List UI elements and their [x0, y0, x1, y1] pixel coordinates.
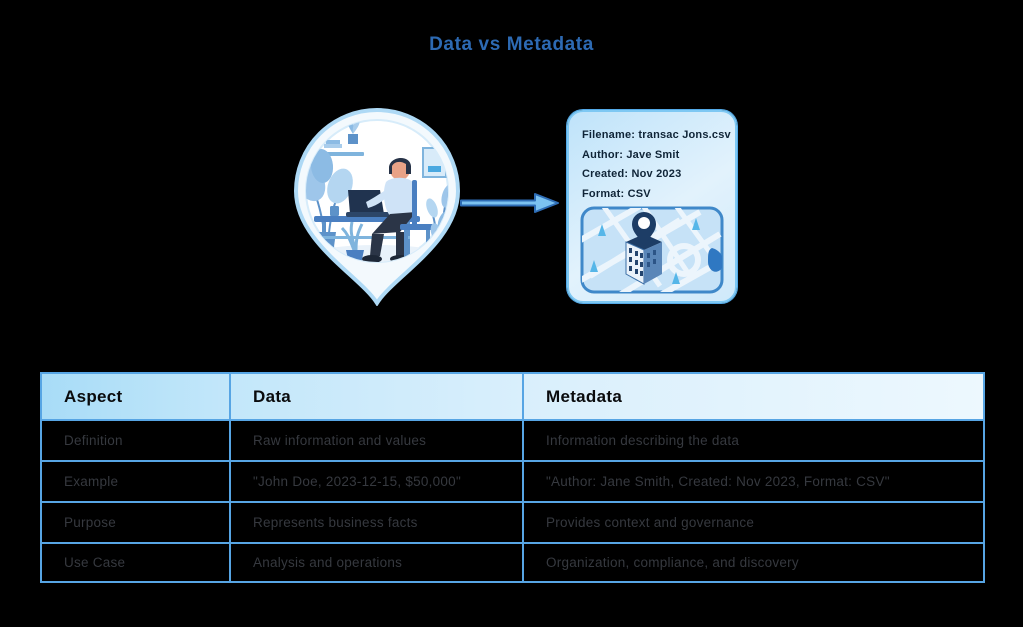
person [362, 157, 416, 262]
table-header-metadata: Metadata [522, 374, 983, 419]
metadata-author: Author: Jave Smit [582, 148, 680, 161]
table-cell-definition-metadata: Information describing the data [522, 419, 983, 460]
map-roads [582, 208, 722, 292]
map-thumbnail-icon [580, 206, 724, 299]
shelf [320, 152, 364, 156]
table-cell-usecase-metadata: Organization, compliance, and discovery [522, 542, 983, 581]
location-pin-icon [632, 212, 656, 246]
table-cell-definition-aspect: Definition [42, 419, 229, 460]
mug [330, 206, 339, 216]
table-cell-usecase-aspect: Use Case [42, 542, 229, 581]
page-title: Data vs Metadata [429, 34, 594, 55]
table-header-data: Data [229, 374, 522, 419]
table-cell-example-aspect: Example [42, 460, 229, 501]
table-cell-example-data: "John Doe, 2023-12-15, $50,000" [229, 460, 522, 501]
table-cell-purpose-aspect: Purpose [42, 501, 229, 542]
metadata-format: Format: CSV [582, 187, 651, 200]
person-at-desk-pin-illustration [288, 104, 466, 311]
table-cell-definition-data: Raw information and values [229, 419, 522, 460]
table-cell-usecase-data: Analysis and operations [229, 542, 522, 581]
table-cell-purpose-data: Represents business facts [229, 501, 522, 542]
pond [708, 248, 722, 272]
table-cell-example-metadata: "Author: Jane Smith, Created: Nov 2023, … [522, 460, 983, 501]
shelf-plant-pot [348, 134, 358, 144]
right-arrow-icon [459, 190, 561, 221]
table-header-aspect: Aspect [42, 374, 229, 419]
metadata-created: Created: Nov 2023 [582, 168, 682, 180]
roundabout [667, 243, 701, 277]
building-icon [625, 234, 662, 285]
metadata-filename: Filename: transac Jons.csv [582, 129, 731, 141]
metadata-card: Filename: transac Jons.csv Author: Jave … [567, 110, 737, 303]
comparison-table: Aspect Data Metadata Definition Raw info… [40, 372, 985, 583]
metadata-lines: Filename: transac Jons.csv Author: Jave … [569, 112, 735, 200]
table-cell-purpose-metadata: Provides context and governance [522, 501, 983, 542]
